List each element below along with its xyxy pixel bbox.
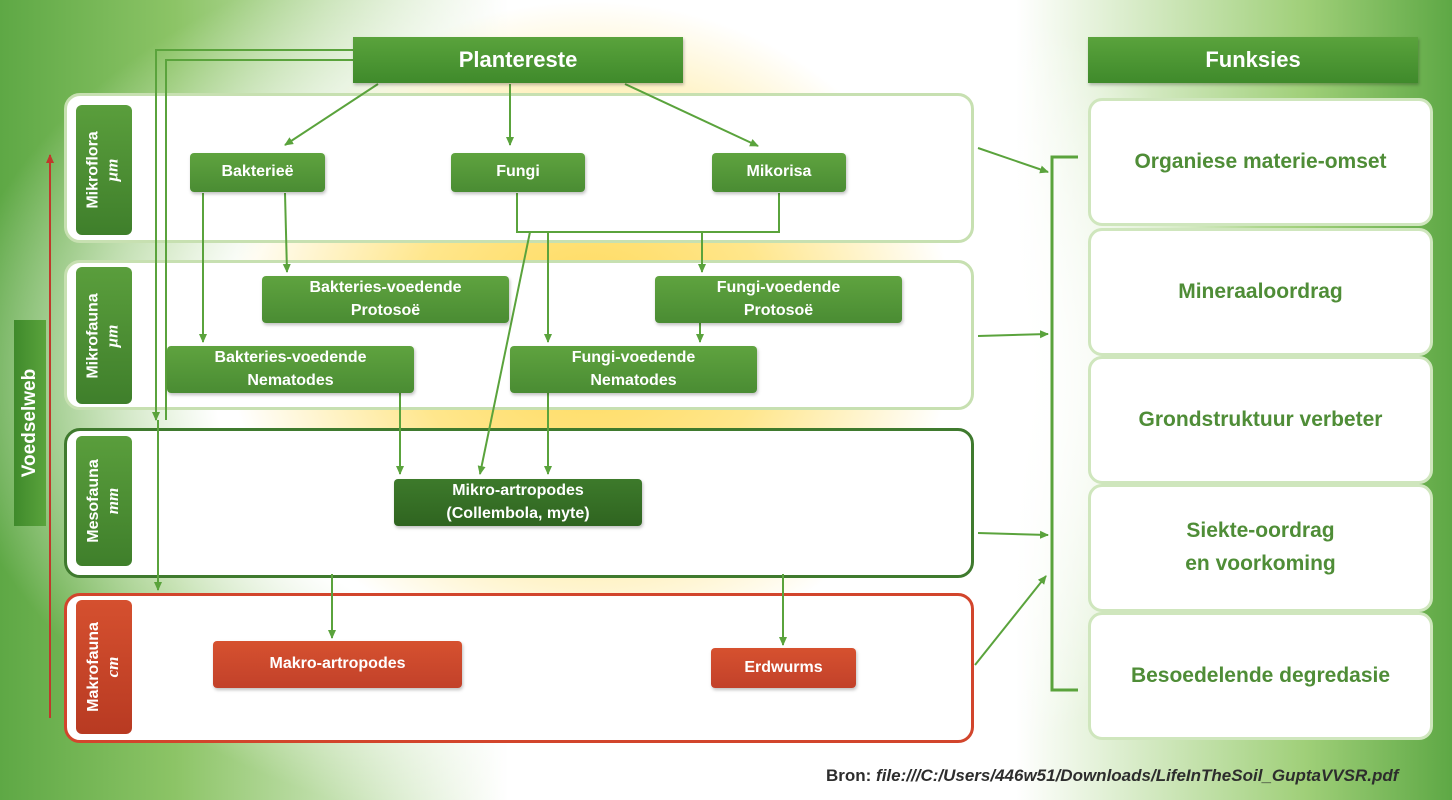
node-fungi: Fungi	[451, 153, 585, 192]
function-mineral-transfer: Mineraaloordrag	[1088, 228, 1433, 356]
node-micro-arthropods: Mikro-artropodes (Collembola, myte)	[394, 479, 642, 526]
node-mycorrhiza: Mikorisa	[712, 153, 846, 192]
function-organic-matter-turnover: Organiese materie-omset	[1088, 98, 1433, 226]
node-earthworms: Erdwurms	[711, 648, 856, 688]
source-citation: Bron: file:///C:/Users/446w51/Downloads/…	[826, 766, 1446, 790]
node-bacteria-feeding-protozoa: Bakteries-voedende Protosoë	[262, 276, 509, 323]
function-disease: Siekte-oordrag en voorkoming	[1088, 484, 1433, 612]
node-fungi-feeding-protozoa: Fungi-voedende Protosoë	[655, 276, 902, 323]
food-web-side-label: Voedselweb	[14, 320, 46, 526]
function-soil-structure: Grondstruktuur verbeter	[1088, 356, 1433, 484]
node-bacteria-feeding-nematodes: Bakteries-voedende Nematodes	[167, 346, 414, 393]
functions-header: Funksies	[1088, 37, 1418, 83]
source-prefix: Bron:	[826, 766, 877, 785]
plant-residue-header: Plantereste	[353, 37, 683, 83]
source-path: file:///C:/Users/446w51/Downloads/LifeIn…	[876, 766, 1399, 785]
node-macro-arthropods: Makro-artropodes	[213, 641, 462, 688]
node-bacteria: Bakterieë	[190, 153, 325, 192]
function-pollutant-degradation: Besoedelende degredasie	[1088, 612, 1433, 740]
node-fungi-feeding-nematodes: Fungi-voedende Nematodes	[510, 346, 757, 393]
